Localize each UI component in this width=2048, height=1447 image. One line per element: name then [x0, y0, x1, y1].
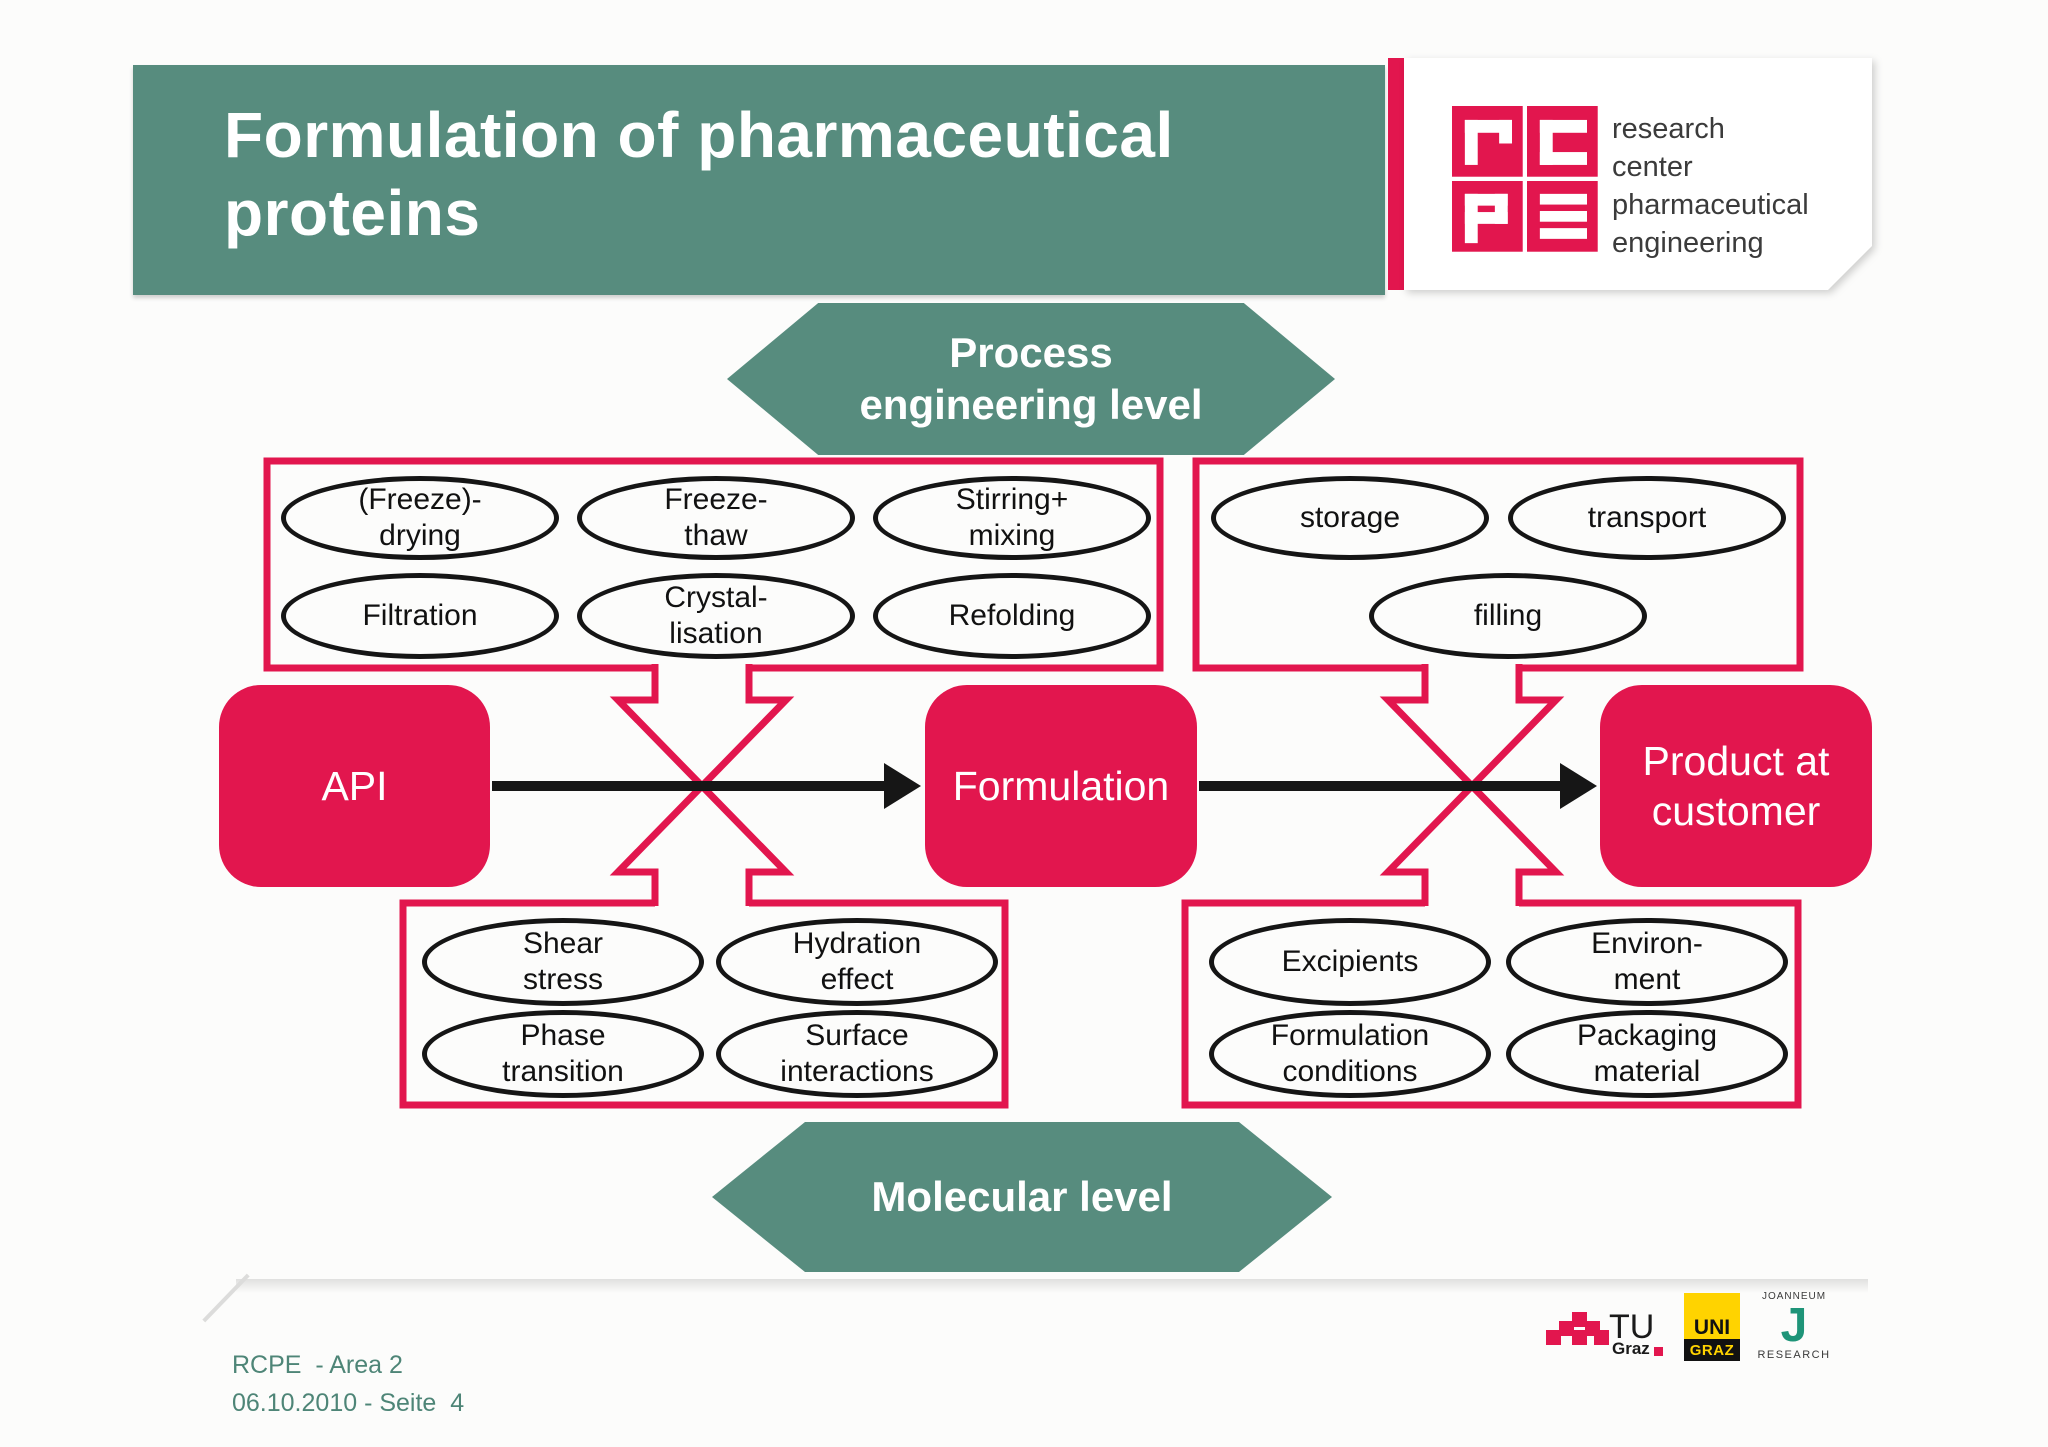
rcpe-logo	[1452, 106, 1602, 256]
joanneum-logo-j-icon: J	[1780, 1299, 1808, 1352]
molecular-level-banner: Molecular level	[712, 1122, 1332, 1272]
oval-refolding: Refolding	[873, 573, 1151, 659]
molecular-downstream-box	[1181, 899, 1802, 1109]
oval-surface-interactions: Surface interactions	[716, 1010, 998, 1098]
x-connector-right-bottom	[1379, 780, 1565, 906]
oval-phase-transition: Phase transition	[422, 1010, 704, 1098]
oval-storage: storage	[1211, 476, 1489, 560]
process-downstream-box	[1192, 457, 1804, 672]
footer-divider-shadow	[236, 1279, 1868, 1293]
uni-graz-logo: UNI GRAZ	[1684, 1293, 1740, 1361]
tu-graz-logo-blocks	[1546, 1312, 1610, 1352]
oval-packaging-material: Packaging material	[1506, 1010, 1788, 1098]
x-connector-left-top	[609, 664, 795, 792]
oval-freeze-drying: (Freeze)- drying	[281, 476, 559, 560]
oval-hydration-effect: Hydration effect	[716, 918, 998, 1006]
oval-freeze-thaw: Freeze- thaw	[577, 476, 855, 560]
uni-graz-logo-upper: UNI	[1684, 1293, 1740, 1339]
tu-graz-logo-city: Graz	[1612, 1339, 1650, 1358]
oval-crystallisation: Crystal- lisation	[577, 573, 855, 659]
node-api: API	[219, 685, 490, 887]
header-bar	[133, 65, 1385, 295]
header-divider-stripe	[1388, 58, 1404, 290]
uni-graz-logo-graz-text: GRAZ	[1689, 1341, 1735, 1359]
oval-filling: filling	[1369, 573, 1647, 659]
arrow-api-to-formulation-head	[884, 763, 921, 809]
x-connector-right-top	[1379, 664, 1565, 792]
oval-environment: Environ- ment	[1506, 918, 1788, 1006]
footer-area-label: RCPE - Area 2	[232, 1351, 403, 1379]
rcpe-logo-panel-bg: research center pharmaceutical engineeri…	[1404, 58, 1872, 290]
page-title: Formulation of pharmaceutical proteins	[224, 99, 1174, 249]
joanneum-research-logo: JOANNEUM J RESEARCH	[1752, 1291, 1836, 1362]
rcpe-logo-text: research center pharmaceutical engineeri…	[1612, 113, 1809, 259]
molecular-upstream-box	[399, 899, 1009, 1109]
tu-graz-logo-dot	[1654, 1347, 1663, 1356]
x-connector-left-bottom	[609, 780, 795, 906]
oval-excipients: Excipients	[1209, 918, 1491, 1006]
process-engineering-level-banner: Process engineering level	[727, 303, 1335, 455]
oval-transport: transport	[1508, 476, 1786, 560]
footer-date-page-number: 06.10.2010 - Seite 4	[232, 1389, 465, 1417]
uni-graz-logo-lower: GRAZ	[1684, 1339, 1740, 1361]
oval-filtration: Filtration	[281, 573, 559, 659]
node-product-at-customer: Product at customer	[1600, 685, 1872, 887]
tu-graz-logo-tu: TU	[1609, 1308, 1655, 1346]
uni-graz-logo-uni-text: UNI	[1693, 1316, 1731, 1339]
joanneum-logo-research: RESEARCH	[1757, 1349, 1831, 1361]
rcpe-logo-panel: research center pharmaceutical engineeri…	[1404, 58, 1872, 290]
oval-shear-stress: Shear stress	[422, 918, 704, 1006]
process-upstream-box	[263, 457, 1164, 672]
joanneum-logo-name: JOANNEUM	[1761, 1291, 1827, 1302]
oval-formulation-conditions: Formulation conditions	[1209, 1010, 1491, 1098]
arrow-formulation-to-product-head	[1560, 763, 1597, 809]
oval-stirring-mixing: Stirring+ mixing	[873, 476, 1151, 560]
node-formulation: Formulation	[925, 685, 1197, 887]
